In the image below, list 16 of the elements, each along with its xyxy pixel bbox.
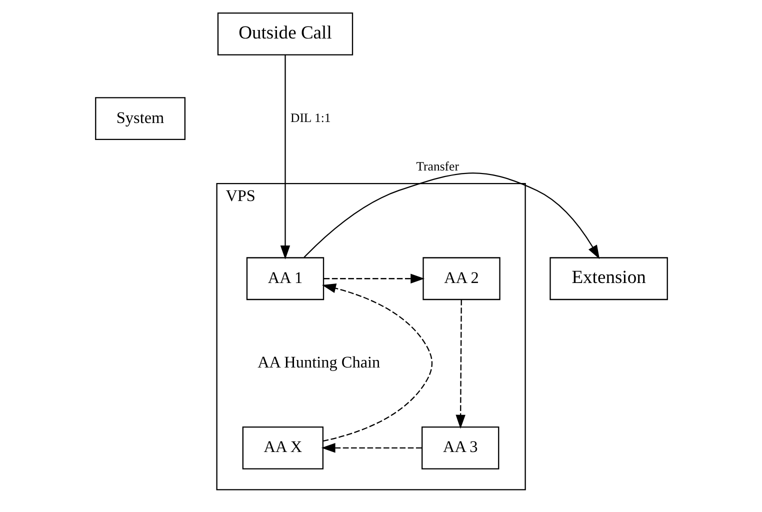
arrow — [320, 443, 422, 453]
node-box: Extension — [549, 257, 668, 300]
node-box: AA 1 — [246, 257, 324, 300]
node-box: System — [94, 97, 186, 140]
node-box: AA 3 — [421, 426, 499, 470]
edge-label: DIL 1:1 — [290, 110, 330, 125]
node-box: Outside Call — [216, 12, 353, 56]
arrow — [321, 284, 432, 442]
node-box: AA X — [242, 426, 324, 470]
edge-label: Transfer — [416, 160, 458, 174]
node-box: AA 2 — [422, 257, 500, 300]
arrow — [303, 172, 600, 260]
arrow — [280, 54, 290, 260]
label: AA Hunting Chain — [257, 354, 380, 372]
arrow — [455, 300, 465, 429]
arrow — [323, 274, 424, 284]
